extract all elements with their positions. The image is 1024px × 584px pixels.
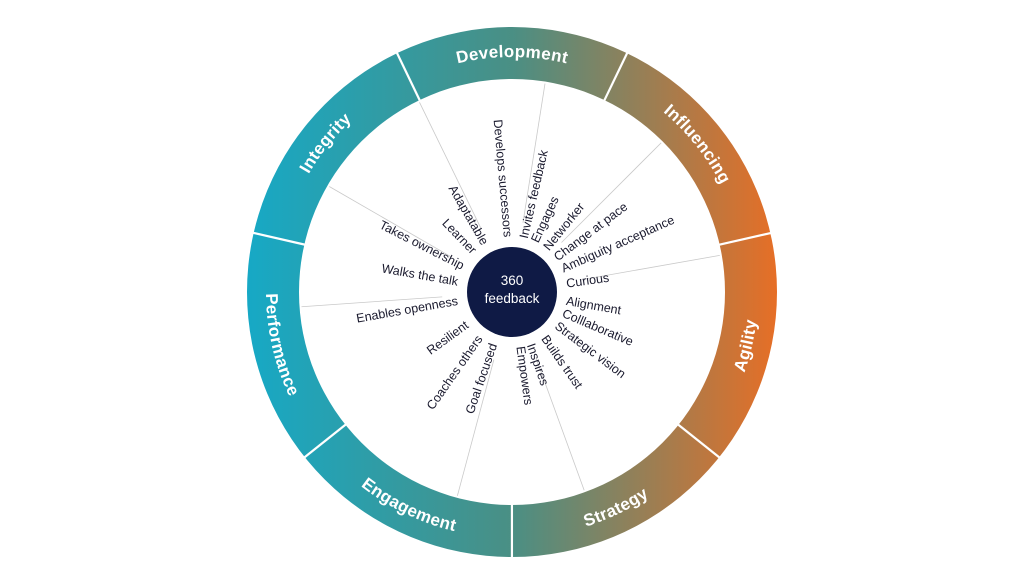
segment-dividers — [251, 50, 773, 560]
skill-spoke — [419, 102, 482, 230]
center-line-2: feedback — [485, 291, 540, 306]
skill-spoke — [522, 83, 546, 223]
segment-divider — [717, 231, 773, 247]
skill-label: Enables openness — [355, 294, 459, 326]
segment-divider — [602, 50, 629, 103]
center-hub — [467, 247, 557, 337]
segment-divider — [251, 231, 307, 247]
skill-spoke — [329, 186, 452, 258]
skill-spoke — [301, 296, 443, 308]
segment-divider — [395, 50, 422, 103]
segment-divider — [676, 422, 722, 460]
center-line-1: 360 — [501, 273, 524, 288]
skill-label: Develops successors — [491, 119, 515, 238]
skill-label: Curious — [565, 271, 610, 291]
skill-spoke — [535, 357, 585, 491]
segment-divider — [302, 422, 348, 460]
skill-spoke — [457, 359, 495, 496]
skill-spoke — [561, 142, 662, 243]
skill-spokes — [301, 83, 720, 496]
skill-spoke — [580, 254, 720, 281]
